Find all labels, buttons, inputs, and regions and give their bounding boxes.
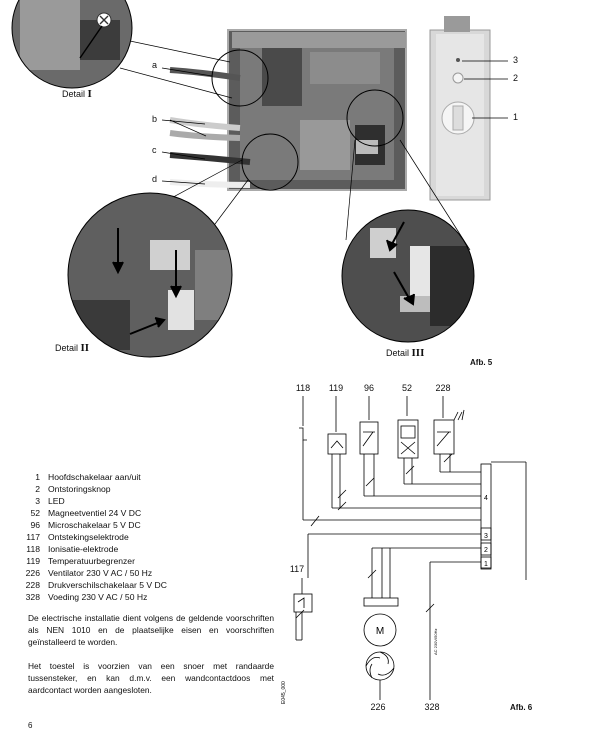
label-228: 228 (435, 383, 451, 393)
figure-5-photo-illustration (11, 0, 508, 358)
callout-b: b (152, 114, 158, 124)
detail-III-marker (346, 89, 404, 147)
callout-a: a (152, 60, 158, 70)
label-119: 119 (328, 383, 344, 393)
label-52: 52 (401, 383, 412, 393)
connector-pin-3: 3 (484, 533, 488, 540)
pcb-photo (227, 29, 407, 191)
figure-5-caption: Afb. 5 (470, 358, 493, 367)
connector-pin-2: 2 (484, 547, 488, 554)
callout-2: 2 (513, 73, 519, 83)
detail-II-marker (241, 133, 299, 191)
label-328: 328 (424, 702, 440, 712)
figure-6-caption: Afb. 6 (510, 703, 533, 712)
enclosure-photo (429, 16, 508, 201)
label-117: 117 (289, 564, 305, 574)
cable-bundles (169, 67, 251, 188)
label-118: 118 (295, 383, 311, 393)
label-226: 226 (370, 702, 386, 712)
connector-pin-4: 4 (484, 495, 488, 502)
detail-II-arrows (112, 228, 182, 335)
callout-lines (119, 39, 471, 251)
callout-d: d (152, 174, 158, 184)
cable-paragraph: Het toestel is voorzien van een snoer me… (28, 661, 274, 695)
drawing-code: E045_000 (281, 681, 287, 704)
callout-c: c (152, 145, 157, 155)
detail-III-label: Detail III (386, 347, 425, 359)
supply-note: AC 230V/50Hz (433, 629, 438, 655)
detail-III-arrows (386, 221, 415, 306)
label-96: 96 (363, 383, 374, 393)
callout-3: 3 (513, 55, 519, 65)
page-number: 6 (28, 721, 33, 730)
callout-1: 1 (513, 112, 519, 122)
detail-II-label: Detail II (55, 342, 90, 354)
installation-paragraph: De electrische installatie dient volgens… (28, 613, 274, 647)
connector-pin-1: 1 (484, 561, 488, 568)
detail-I-label: Detail I (62, 88, 92, 100)
detail-I-marker (211, 49, 269, 107)
motor-symbol: M (376, 626, 384, 637)
